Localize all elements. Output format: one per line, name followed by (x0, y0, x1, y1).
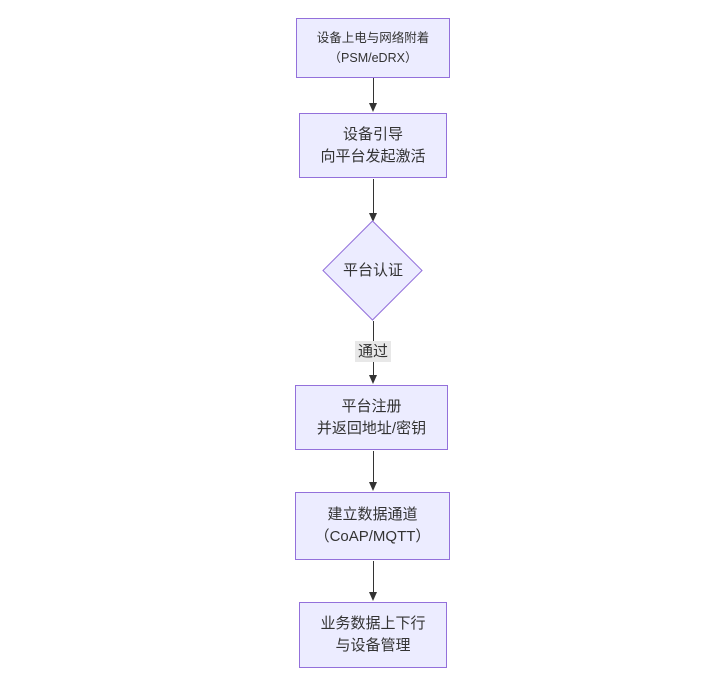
edge-label-pass: 通过 (354, 341, 392, 362)
node-text-line: 并返回地址/密钥 (316, 419, 427, 437)
arrowhead-icon (369, 592, 377, 601)
node-text-line: （PSM/eDRX） (328, 51, 418, 65)
node-platform-register: 平台注册 并返回地址/密钥 (295, 385, 448, 450)
node-text-line: 与设备管理 (335, 637, 411, 654)
arrowhead-icon (369, 482, 377, 491)
edge-line (372, 561, 374, 592)
edge-line (372, 179, 374, 213)
node-device-bootstrap: 设备引导 向平台发起激活 (299, 113, 447, 178)
node-text-line: （CoAP/MQTT） (314, 528, 431, 545)
arrowhead-icon (369, 103, 377, 112)
node-platform-auth: 平台认证 (342, 262, 403, 279)
node-text-line: 向平台发起激活 (320, 147, 426, 165)
flow-edge-d-e (368, 451, 378, 491)
node-power-on-network-attach: 设备上电与网络附着 （PSM/eDRX） (296, 18, 450, 78)
flow-edge-e-f (368, 561, 378, 601)
arrowhead-icon (369, 375, 377, 384)
node-text-line: 设备引导 (342, 125, 403, 143)
edge-line (372, 451, 374, 482)
edge-line (372, 78, 374, 103)
node-data-channel: 建立数据通道 （CoAP/MQTT） (295, 492, 450, 560)
node-text-line: 平台注册 (341, 397, 402, 415)
flow-edge-a-b (368, 78, 378, 112)
flow-edge-b-c (368, 179, 378, 222)
arrowhead-icon (369, 213, 377, 222)
node-business-data-device-mgmt: 业务数据上下行 与设备管理 (299, 602, 447, 668)
node-text-line: 设备上电与网络附着 (316, 31, 430, 45)
node-text-line: 业务数据上下行 (320, 615, 426, 633)
node-text-line: 建立数据通道 (327, 506, 418, 524)
